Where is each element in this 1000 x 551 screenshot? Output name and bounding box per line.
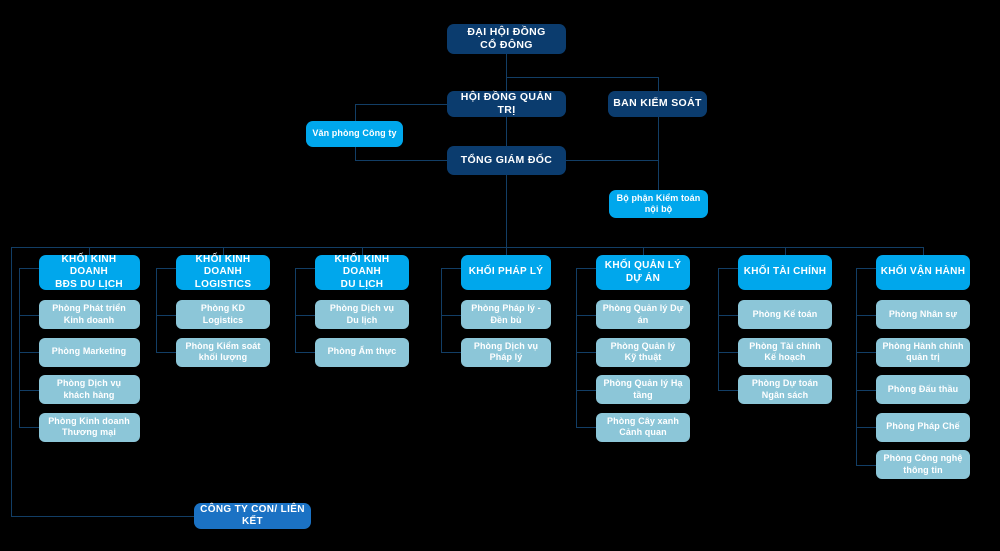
department-box[interactable]: Phòng Pháp Chế [876,412,970,442]
division-title[interactable]: KHỐI QUẢN LÝ DỰ ÁN [596,255,690,290]
connector-division-drop [89,247,90,255]
department-box[interactable]: Phòng Ẩm thực [315,337,409,367]
connector-department-stub [18,314,39,316]
connector-department-stub [856,389,876,391]
connector-division-drop [643,247,644,255]
connector-division-rail-top [18,267,39,269]
connector-main-bus [11,247,924,248]
connector-office-to-gd [355,160,449,161]
department-box[interactable]: Phòng Kế toán [738,300,832,329]
division-title[interactable]: KHỐI VẬN HÀNH [876,255,970,290]
connector-department-stub [156,352,176,353]
connector-department-stub [295,352,315,353]
connector-department-stub [156,314,176,316]
department-box[interactable]: Phòng Dịch vụ Du lịch [315,300,409,329]
connector-department-stub [18,427,39,428]
connector-division-rail [156,267,157,352]
connector-division-rail-top [718,267,738,269]
connector-division-drop [223,247,224,255]
connector-department-stub [576,352,596,353]
connector-division-rail [718,267,719,390]
node-company-office[interactable]: Văn phòng Công ty [306,121,403,147]
department-box[interactable]: Phòng Dịch vụ khách hàng [38,375,140,404]
connector-department-stub [18,352,39,353]
connector-department-stub [718,389,738,391]
connector-department-stub [576,389,596,391]
department-box[interactable]: Phòng Quản lý Hạ tầng [596,375,690,404]
node-general-director[interactable]: TỔNG GIÁM ĐỐC [447,146,566,175]
connector-gd-to-audit-rail [565,160,658,161]
department-box[interactable]: Phòng Hành chính quản trị [876,337,970,367]
department-box[interactable]: Phòng Marketing [38,337,140,367]
department-box[interactable]: Phòng Đấu thầu [876,375,970,404]
connector-gd-to-bus [506,175,507,247]
connector-division-rail-top [856,267,876,269]
node-supervisory-board[interactable]: BAN KIỂM SOÁT [608,91,707,117]
connector-department-stub [576,427,596,428]
connector-division-drop [362,247,363,255]
connector-division-rail [18,267,20,427]
department-box[interactable]: Phòng Quản lý Kỹ thuật [596,337,690,367]
department-box[interactable]: Phòng Quản lý Dự án [596,300,690,329]
connector-subsidiary-rail [11,247,12,516]
department-box[interactable]: Phòng Công nghệ thông tin [876,450,970,479]
connector-division-drop [923,247,924,255]
connector-division-rail [576,267,577,427]
department-box[interactable]: Phòng KD Logistics [176,300,270,329]
connector-office-top [355,104,449,105]
connector-department-stub [441,352,461,353]
connector-department-stub [856,464,876,466]
department-box[interactable]: Phòng Nhân sự [876,300,970,329]
division-title[interactable]: KHỐI KINH DOANH LOGISTICS [176,254,270,290]
connector-subsidiary-link [11,516,194,517]
connector-department-stub [18,389,39,391]
node-board-of-directors[interactable]: HỘI ĐỒNG QUẢN TRỊ [447,91,566,117]
connector-department-stub [441,314,461,316]
connector-department-stub [718,352,738,353]
division-title[interactable]: KHỐI PHÁP LÝ [461,255,551,290]
connector-division-rail [295,267,296,352]
connector-division-rail-top [576,267,596,269]
department-box[interactable]: Phòng Kinh doanh Thương mại [38,412,140,442]
connector-shareholders-stem [506,54,507,77]
connector-supervisory-to-audit [658,117,659,191]
department-box[interactable]: Phòng Cây xanh Cảnh quan [596,412,690,442]
department-box[interactable]: Phòng Kiểm soát khối lượng [176,337,270,367]
connector-division-rail [441,267,442,352]
connector-bod-to-gd [506,117,507,146]
department-box[interactable]: Phòng Dự toán Ngân sách [738,375,832,404]
department-box[interactable]: Phòng Pháp lý - Đền bù [461,300,551,329]
division-title[interactable]: KHỐI KINH DOANH DU LỊCH [315,254,409,290]
connector-department-stub [295,314,315,316]
node-subsidiaries[interactable]: CÔNG TY CON/ LIÊN KẾT [194,503,311,529]
connector-division-rail-top [156,267,176,269]
connector-division-drop [785,247,786,255]
node-shareholders-meeting[interactable]: ĐẠI HỘI ĐỒNG CỔ ĐÔNG [447,24,566,54]
connector-division-drop [506,247,507,255]
node-internal-audit[interactable]: Bộ phận Kiểm toán nội bộ [609,190,708,218]
division-title[interactable]: KHỐI KINH DOANH BĐS DU LỊCH [38,254,140,290]
connector-bod-drop [506,77,507,91]
department-box[interactable]: Phòng Tài chính Kế hoạch [738,337,832,367]
connector-supervisory-drop [658,77,659,91]
department-box[interactable]: Phòng Dịch vụ Pháp lý [461,337,551,367]
connector-division-rail-top [441,267,461,269]
department-box[interactable]: Phòng Phát triển Kinh doanh [38,300,140,329]
connector-division-rail [856,267,857,465]
connector-department-stub [856,427,876,428]
connector-department-stub [856,352,876,353]
connector-department-stub [576,314,596,316]
connector-top-split [506,77,658,78]
connector-department-stub [856,314,876,316]
connector-division-rail-top [295,267,315,269]
connector-department-stub [718,314,738,316]
division-title[interactable]: KHỐI TÀI CHÍNH [738,255,832,290]
